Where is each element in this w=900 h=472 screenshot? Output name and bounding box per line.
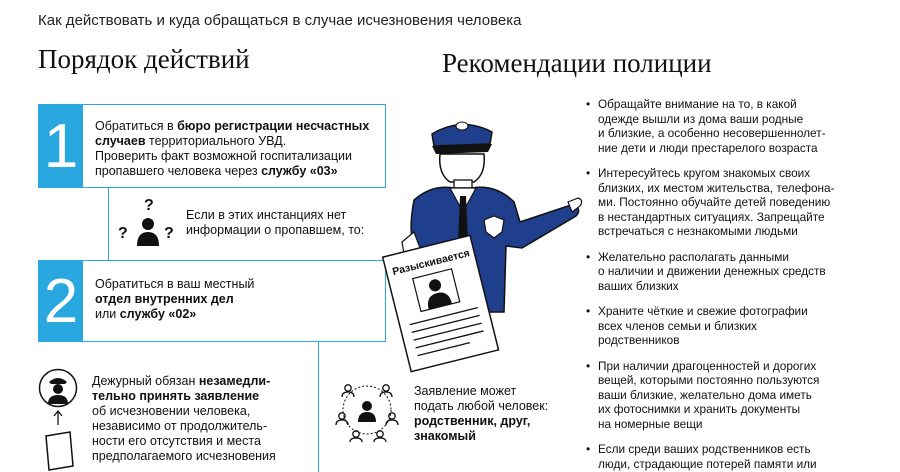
between-steps-note: Если в этих инстанциях нет информации о … (186, 208, 365, 237)
recommendation-item: Желательно располагать данными о наличии… (586, 250, 856, 294)
right-section-title: Рекомендации полиции (442, 48, 712, 78)
duty-officer-note: Дежурный обязан незамедли- тельно принят… (92, 374, 276, 463)
connector-line-2 (318, 342, 319, 472)
step-1-text: Обратиться в бюро регистрации несчастных… (95, 119, 370, 178)
step-2-number: 2 (39, 261, 83, 341)
unknown-person-icon: ? ? ? (118, 197, 174, 246)
document-icon (45, 431, 74, 471)
page-subtitle: Как действовать и куда обращаться в случ… (38, 12, 522, 29)
recommendations-list: Обращайте внимание на то, в какой одежде… (586, 97, 856, 472)
anyone-can-file-note: Заявление может подать любой человек: ро… (414, 384, 549, 443)
arrow-up-icon (53, 409, 63, 425)
recommendation-item: Интересуйтесь кругом знакомых своих близ… (586, 166, 856, 239)
step-2-text: Обратиться в ваш местный отдел внутренни… (95, 277, 255, 321)
left-section-title: Порядок действий (38, 44, 250, 74)
step-1-box: 1 Обратиться в бюро регистрации несчастн… (38, 104, 386, 188)
connector-line-1 (108, 188, 109, 260)
svg-text:?: ? (118, 225, 128, 242)
recommendation-item: При наличии драгоценностей и дорогих вещ… (586, 359, 856, 432)
svg-text:?: ? (164, 225, 174, 242)
step-1-number: 1 (39, 105, 83, 187)
people-circle-icon (335, 384, 399, 443)
recommendation-item: Если среди ваших родственников есть люди… (586, 442, 856, 471)
svg-text:?: ? (144, 197, 154, 214)
police-officer-illustration: Разыскивается (381, 121, 583, 373)
step-2-box: 2 Обратиться в ваш местный отдел внутрен… (38, 260, 386, 342)
recommendation-item: Храните чёткие и свежие фотографии всех … (586, 304, 856, 348)
recommendation-item: Обращайте внимание на то, в какой одежде… (586, 97, 856, 155)
duty-officer-icon (38, 368, 78, 408)
